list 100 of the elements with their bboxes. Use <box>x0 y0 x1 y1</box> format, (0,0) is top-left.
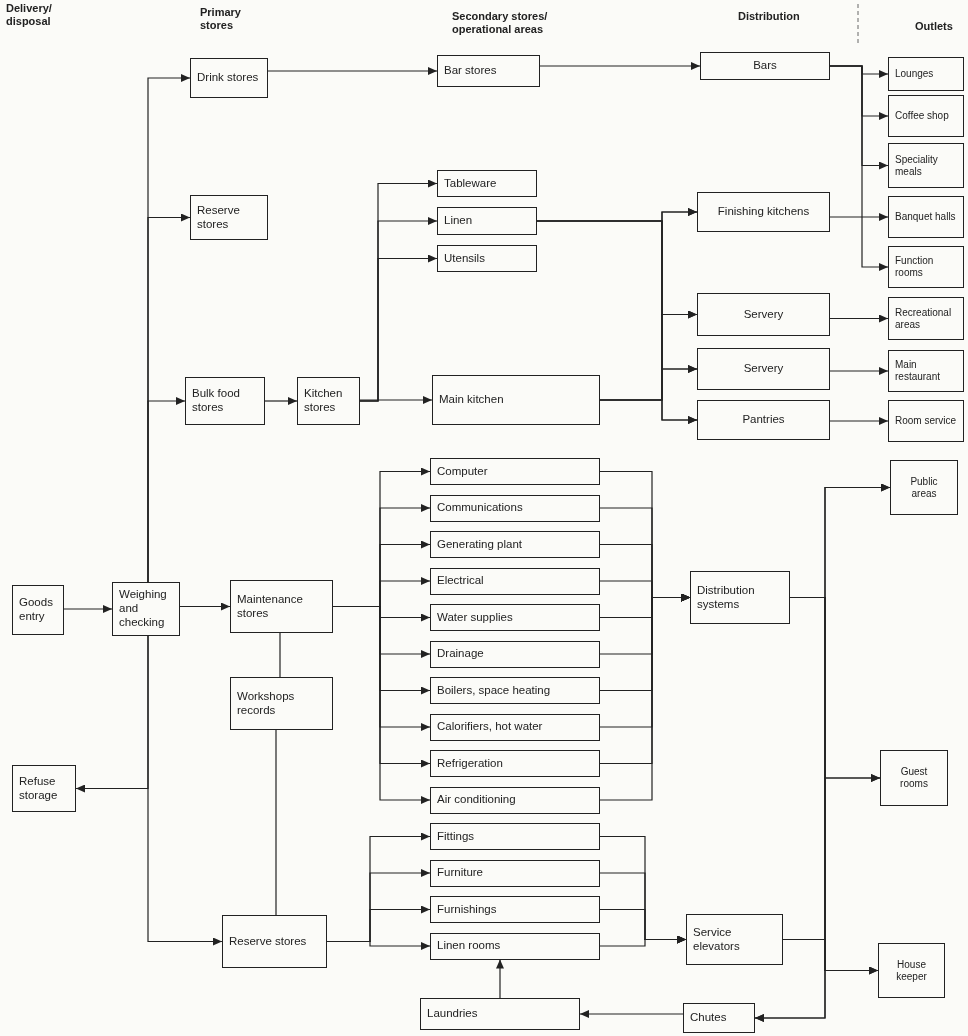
box-label: Recreational areas <box>895 306 953 331</box>
column-heading: Delivery/ disposal <box>6 2 53 29</box>
arrow <box>359 396 433 404</box>
column-heading: Secondary stores/ operational areas <box>452 10 549 37</box>
arrow <box>599 399 698 424</box>
process-box <box>437 245 537 272</box>
process-box <box>430 896 600 923</box>
box-label: Service elevators <box>693 925 741 954</box>
box-label: Linen rooms <box>437 939 501 953</box>
arrow <box>829 417 889 425</box>
box-label: Kitchen stores <box>304 387 344 415</box>
process-box <box>697 293 830 336</box>
arrow <box>359 254 438 402</box>
process-box <box>297 377 360 425</box>
box-label: Guest rooms <box>899 766 929 790</box>
box-label: Main restaurant <box>895 359 942 383</box>
arrow <box>147 397 186 583</box>
process-box <box>222 915 327 968</box>
arrow <box>63 605 113 613</box>
box-label: Calorifiers, hot water <box>437 720 543 734</box>
box-label: Bar stores <box>444 64 497 78</box>
process-box <box>686 914 783 965</box>
box-label: Communications <box>437 501 523 515</box>
process-box <box>697 400 830 440</box>
box-label: Weighing and checking <box>119 588 168 630</box>
arrow <box>754 938 826 1022</box>
box-label: Linen <box>444 214 473 228</box>
process-box <box>112 582 180 636</box>
box-label: Generating plant <box>437 537 523 552</box>
process-box <box>697 348 830 390</box>
process-box <box>878 943 945 998</box>
arrow <box>599 593 691 801</box>
process-box <box>880 750 948 806</box>
box-label: House keeper <box>895 958 928 983</box>
process-box <box>888 196 964 238</box>
box-label: Maintenance stores <box>237 592 304 621</box>
box-label: Furnishings <box>437 902 497 917</box>
box-label: Air conditioning <box>437 793 516 807</box>
box-label: Electrical <box>437 574 484 588</box>
process-box <box>430 713 600 741</box>
process-box <box>683 1003 755 1033</box>
arrow <box>496 958 504 999</box>
arrow <box>539 62 701 70</box>
box-label: Goods entry <box>19 596 54 624</box>
process-box <box>430 458 600 485</box>
box-label: Coffee shop <box>895 110 949 122</box>
process-box <box>690 571 790 624</box>
column-heading: Primary stores <box>200 6 242 33</box>
box-label: Pantries <box>742 413 785 427</box>
process-box <box>432 375 600 425</box>
box-label: Bars <box>753 59 777 73</box>
arrow <box>179 602 231 611</box>
process-box <box>888 57 964 91</box>
process-box <box>430 677 600 704</box>
process-box <box>430 567 600 595</box>
box-label: Drink stores <box>197 71 259 85</box>
process-box <box>12 585 64 635</box>
box-label: Drainage <box>437 647 484 661</box>
arrow <box>829 367 889 375</box>
connector-line <box>279 632 281 678</box>
box-label: Banquet halls <box>895 211 956 223</box>
storage-box <box>12 765 76 812</box>
box-label: Bulk food stores <box>192 387 241 415</box>
box-label: Main kitchen <box>439 393 504 407</box>
process-box <box>230 580 333 633</box>
box-label: Workshops records <box>237 689 296 718</box>
box-label: Refrigeration <box>437 756 503 771</box>
process-box <box>437 207 537 235</box>
arrow <box>75 635 149 793</box>
process-box <box>888 95 964 137</box>
box-label: Public areas <box>909 475 939 500</box>
process-box <box>437 55 540 87</box>
box-label: Computer <box>437 464 488 479</box>
box-label: Distribution systems <box>697 583 756 612</box>
arrow <box>599 935 687 947</box>
box-label: Reserve stores <box>197 203 241 232</box>
process-box <box>888 400 964 442</box>
arrow <box>579 1010 684 1018</box>
process-box <box>190 195 268 240</box>
process-box <box>230 677 333 730</box>
process-box <box>430 932 600 960</box>
arrow <box>829 213 889 221</box>
box-label: Refuse storage <box>19 774 59 803</box>
process-box <box>430 823 600 850</box>
arrow <box>332 605 431 804</box>
process-box <box>430 640 600 668</box>
box-label: Chutes <box>690 1011 727 1025</box>
box-label: Lounges <box>895 68 934 80</box>
process-box <box>888 350 964 392</box>
process-box <box>430 859 600 887</box>
box-label: Speciality meals <box>895 153 939 178</box>
connector-line <box>275 729 277 916</box>
process-box <box>888 246 964 288</box>
arrow <box>267 67 438 75</box>
process-box <box>697 192 830 232</box>
box-label: Servery <box>743 307 784 322</box>
process-box <box>890 460 958 515</box>
box-label: Servery <box>743 362 784 376</box>
process-box <box>430 531 600 558</box>
process-box <box>888 143 964 188</box>
